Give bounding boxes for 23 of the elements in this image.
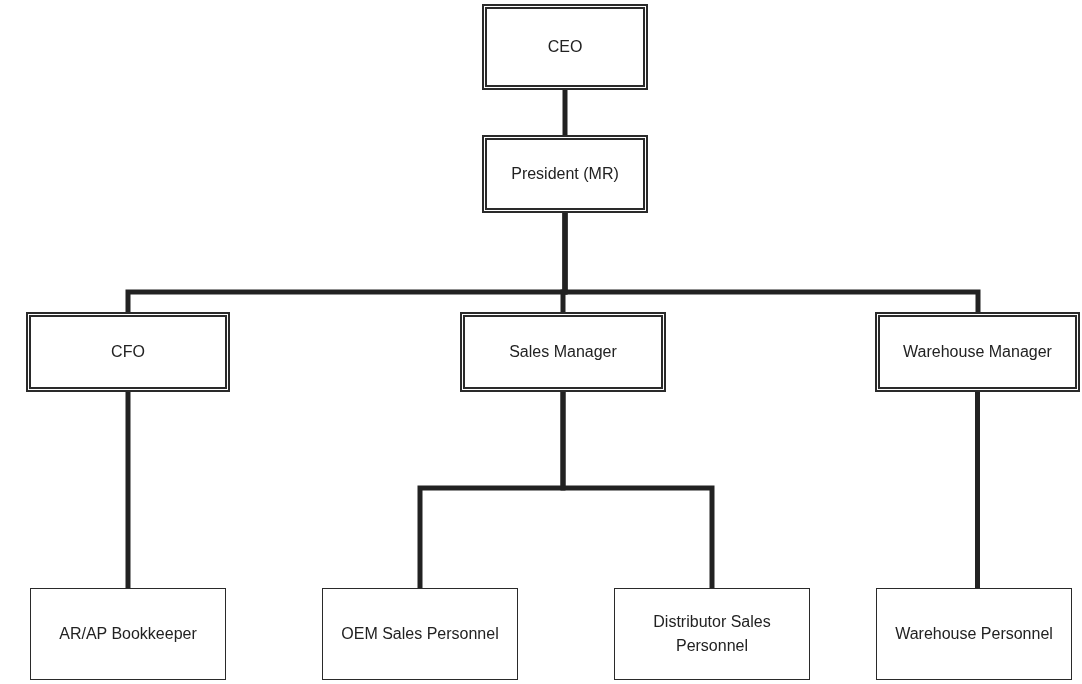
position-box <box>614 588 810 680</box>
connector-line <box>975 392 980 588</box>
position-box <box>875 312 1080 392</box>
position-title: Distributor Sales Personnel <box>652 612 772 656</box>
position-box <box>482 135 648 213</box>
position-title: President (MR) <box>511 164 619 184</box>
position-title: Sales Manager <box>509 342 617 362</box>
position-title: AR/AP Bookkeeper <box>59 624 197 644</box>
connector-line <box>125 392 131 588</box>
position-box <box>482 4 648 90</box>
connector-line <box>560 392 715 588</box>
connector-line <box>562 90 568 135</box>
position-title: Warehouse Manager <box>903 342 1052 362</box>
connector-line <box>562 213 981 312</box>
position-box <box>322 588 518 680</box>
position-title: CFO <box>111 342 145 362</box>
position-box <box>26 312 230 392</box>
position-title: Warehouse Personnel <box>895 624 1053 644</box>
position-box <box>876 588 1072 680</box>
position-box <box>30 588 226 680</box>
position-box <box>460 312 666 392</box>
position-title: CEO <box>547 37 583 57</box>
position-title: OEM Sales Personnel <box>341 624 499 644</box>
